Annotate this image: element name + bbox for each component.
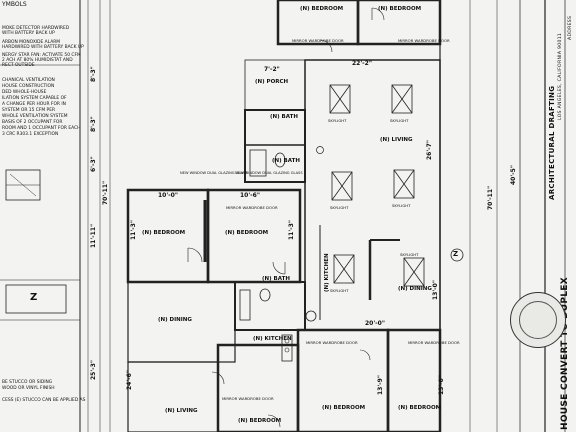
dim-bedroom-w1: 10'-0"	[158, 192, 178, 199]
dim-right-tall: 40'-5"	[510, 165, 517, 185]
note-line: BE STUCCO OR SIDING	[2, 380, 53, 385]
dim-top: 22'-2"	[352, 60, 372, 67]
wardrobe-note: MIRROR WARDROBE DOOR	[222, 396, 274, 401]
room-living-bottom: (N) LIVING	[165, 408, 198, 414]
room-bedroom-bottom-mid: (N) BEDROOM	[322, 405, 366, 411]
dim-left-mid: 8'-3"	[90, 116, 97, 132]
room-bedroom-mid-right: (N) BEDROOM	[225, 230, 269, 236]
note-line: DED WHOLE-HOUSE	[2, 90, 47, 95]
room-dining-right: (N) DINING	[398, 286, 432, 292]
dim-left-mid2: 6'-3"	[90, 156, 97, 172]
note-line: ROOM AND 1 OCCUPANT FOR EACH	[2, 126, 81, 131]
dim-right-bottom1: 13'-9"	[377, 375, 384, 395]
note-line: 2 ACH AT 80% HUMIDISTAT AND	[2, 58, 73, 63]
room-bedroom-mid-left: (N) BEDROOM	[142, 230, 186, 236]
note-line: WOOD OR VINYL FINISH	[2, 386, 55, 391]
room-bedroom-top-right: (N) BEDROOM	[378, 6, 422, 12]
note-line: SYSTEM OR 15 CFM PER	[2, 108, 56, 113]
title-block-firm: ARCHITECTURAL DRAFTING	[548, 85, 556, 200]
note-line: WHOLE VENTILATION SYSTEM	[2, 114, 68, 119]
dim-living-right: 26'-7"	[426, 140, 433, 160]
room-bath-2: (N) BATH	[272, 158, 300, 164]
skylight-label: SKYLIGHT	[390, 118, 409, 123]
dim-overall-right: 70'-11"	[487, 185, 494, 210]
window-note: NEW WINDOW DUAL GLAZING GLASS	[180, 171, 248, 175]
architect-stamp	[510, 292, 566, 348]
note-line: ILATION SYSTEM CAPABLE OF	[2, 96, 67, 101]
note-line: NERGY STAR FAN: ACTIVATE 50 CFM	[2, 53, 81, 58]
note-line: HOUSE CONSTRUCTION	[2, 84, 55, 89]
room-bedroom-bottom-right: (N) BEDROOM	[398, 405, 442, 411]
room-dining-left: (N) DINING	[158, 317, 192, 323]
dim-bedroom-w2: 10'-6"	[240, 192, 260, 199]
note-line: 3 CRC R303.1 EXCEPTION	[2, 132, 59, 137]
room-living-main: (N) LIVING	[380, 137, 413, 143]
dim-left-lower: 11'-11"	[90, 223, 97, 248]
skylight-label: SKYLIGHT	[400, 252, 419, 257]
dim-right-bottom2: 13'-0"	[438, 375, 445, 395]
z-legend-symbol: Z	[30, 292, 38, 303]
symbols-heading: YMBOLS	[2, 1, 27, 8]
skylight-label: SKYLIGHT	[328, 118, 347, 123]
note-line: WITH BATTERY BACK UP	[2, 31, 55, 36]
note-line: ARBON MONOXIDE ALARM	[2, 40, 61, 45]
note-line: BASIS OF 2 OCCUPANT FOR	[2, 120, 63, 125]
room-bedroom-top-left: (N) BEDROOM	[300, 6, 344, 12]
dim-kitchen-h: 13'-0"	[432, 280, 439, 300]
wardrobe-note: MIRROR WARDROBE DOOR	[292, 38, 344, 43]
note-line: RECT OUTSIDE	[2, 63, 35, 68]
dim-bedroom-h: 11'-3"	[130, 220, 137, 240]
skylight-label: SKYLIGHT	[392, 203, 411, 208]
dim-bedroom-h2: 11'-3"	[288, 220, 295, 240]
room-bath-1: (N) BATH	[270, 114, 298, 120]
note-line: CESS (E) STUCCO CAN BE APPLIED AS	[2, 398, 86, 403]
z-marker: Z	[453, 250, 459, 258]
room-bedroom-bottom-left: (N) BEDROOM	[238, 418, 282, 424]
wardrobe-note: MIRROR WARDROBE DOOR	[408, 340, 460, 345]
dim-dining-w: 20'-0"	[365, 320, 385, 327]
skylight-label: SKYLIGHT	[330, 205, 349, 210]
room-bath-3: (N) BATH	[262, 276, 290, 282]
dim-porch: 7'-2"	[264, 66, 280, 73]
title-block-project: HOUSE CONVERT TO DUPLEX	[560, 277, 570, 430]
title-block-address: LOS ANGELES, CALIFORNIA 90011	[558, 32, 563, 120]
room-porch: (N) PORCH	[255, 79, 289, 85]
dim-left-upper: 8'-3"	[90, 66, 97, 82]
wardrobe-note: MIRROR WARDROBE DOOR	[398, 38, 450, 43]
title-block-revision: ADDRESS	[568, 15, 573, 40]
wardrobe-note: MIRROR WARDROBE DOOR	[306, 340, 358, 345]
dim-overall-left: 70'-11"	[102, 180, 109, 205]
dim-left-bottom: 25'-3"	[90, 360, 97, 380]
wardrobe-note: MIRROR WARDROBE DOOR	[226, 205, 278, 210]
skylight-label: SKYLIGHT	[330, 288, 349, 293]
note-line: MOKE DETECTOR HARDWIRED	[2, 26, 70, 31]
note-line: CHANICAL VENTILATION	[2, 78, 55, 83]
dim-left-bottom2: 24'-6"	[126, 370, 133, 390]
room-kitchen-left: (N) KITCHEN	[253, 336, 292, 342]
note-line: HARDWIRED WITH BATTERY BACK UP	[2, 45, 84, 50]
room-kitchen-right: (N) KITCHEN	[324, 253, 330, 292]
note-line: A CHANGE PER HOUR FOR IN	[2, 102, 66, 107]
window-note: NEW WINDOW DUAL GLAZING GLASS	[235, 171, 303, 175]
